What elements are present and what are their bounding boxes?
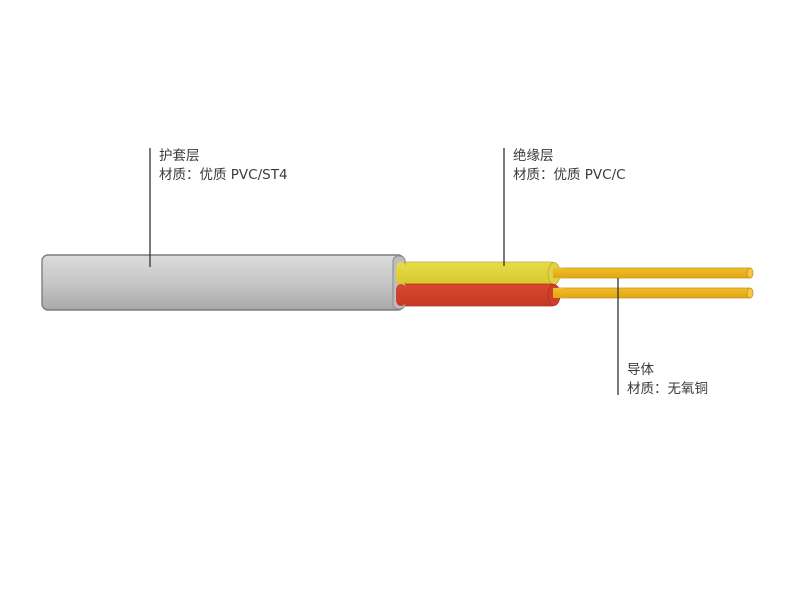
leader-lines (149, 148, 619, 395)
jacket-label-name: 护套层 (159, 148, 200, 164)
insulation-label-material: 材质：优质 PVC/C (513, 167, 626, 183)
jacket-label: 护套层 材质：优质 PVC/ST4 (159, 147, 288, 185)
conductor-label-name: 导体 (627, 362, 654, 378)
conductor-wires (552, 267, 754, 299)
insulation-cores (392, 261, 565, 307)
conductor-label-material: 材质：无氧铜 (627, 381, 708, 397)
insulation-label: 绝缘层 材质：优质 PVC/C (513, 147, 626, 185)
conductor-label: 导体 材质：无氧铜 (627, 361, 708, 399)
insulation-label-name: 绝缘层 (513, 148, 554, 164)
jacket-label-material: 材质：优质 PVC/ST4 (159, 167, 288, 183)
outer-jacket (41, 254, 406, 311)
